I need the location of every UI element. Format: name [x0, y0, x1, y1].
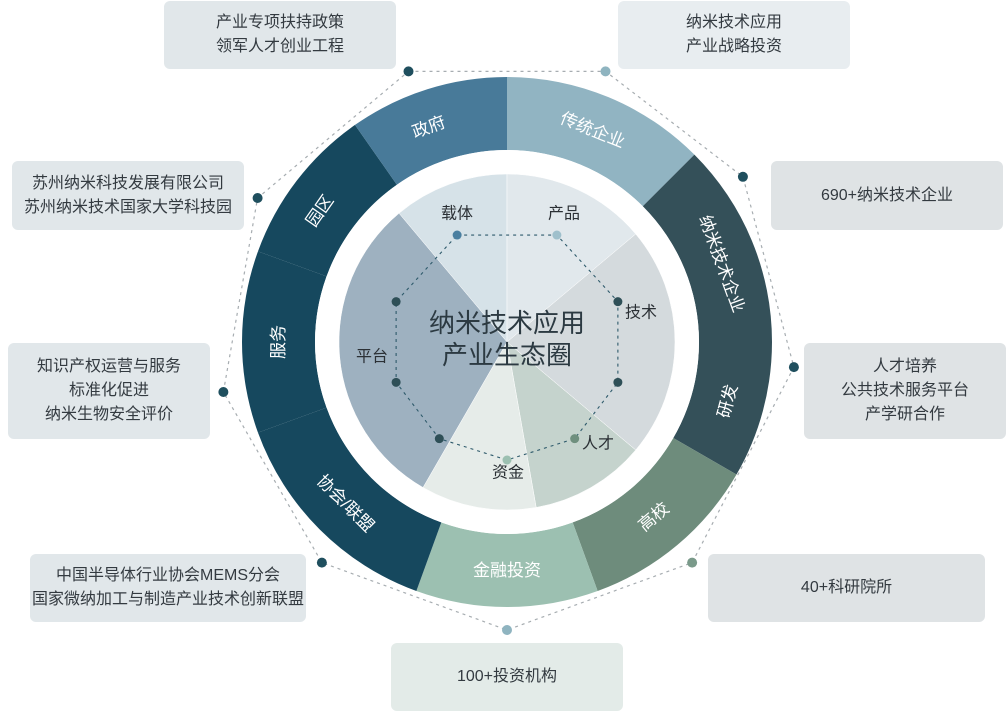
outer-segment-label-4: 金融投资 [473, 561, 541, 580]
center-title-line-2: 产业生态圈 [442, 340, 572, 370]
annotation-research-line-3: 产学研合作 [864, 406, 945, 423]
annotation-university-line-1: 40+科研院所 [800, 579, 893, 596]
outer-segment-5 [257, 407, 442, 592]
center-title-line-1: 纳米技术应用 [429, 308, 585, 338]
inner-dot-3 [613, 377, 623, 387]
inner-dot-2 [613, 297, 623, 307]
outer-segment-0 [507, 77, 695, 207]
outer-dot-7 [218, 387, 229, 398]
annotation-service-line-2: 标准化促进 [68, 382, 149, 399]
inner-segment-label-0: 载体 [441, 205, 473, 223]
annotation-park-line-2: 苏州纳米技术国家大学科技园 [23, 198, 232, 216]
outer-segment-label-6: 服务 [269, 325, 288, 359]
inner-dot-8 [391, 297, 401, 307]
inner-dot-4 [570, 434, 580, 444]
inner-dot-5 [502, 455, 512, 465]
annotation-traditional-line-2: 产业战略投资 [685, 38, 782, 55]
annotation-service-line-3: 纳米生物安全评价 [44, 406, 173, 423]
inner-dot-7 [391, 377, 401, 387]
outer-segment-2 [673, 342, 772, 475]
outer-segment-6 [242, 251, 327, 433]
annotation-university: 40+科研院所 [708, 554, 985, 622]
outer-dot-5 [502, 625, 512, 635]
inner-segment-label-5: 平台 [356, 348, 388, 366]
annotation-research-line-2: 公共技术服务平台 [840, 382, 969, 399]
inner-segment-label-2: 技术 [625, 304, 657, 322]
outer-dot-6 [316, 557, 327, 568]
inner-dot-1 [552, 230, 562, 240]
inner-dot-0 [452, 230, 462, 240]
annotation-association-line-1: 中国半导体行业协会MEMS分会 [55, 567, 280, 584]
annotation-research: 人才培养 公共技术服务平台 产学研合作 [804, 343, 1006, 439]
annotation-park-line-1: 苏州纳米科技发展有限公司 [31, 174, 224, 192]
outer-dot-0 [403, 66, 414, 77]
outer-segment-1 [642, 154, 772, 342]
inner-segment-label-3: 人才 [582, 435, 614, 453]
inner-segment-label-4: 资金 [492, 464, 524, 482]
annotation-service-line-1: 知识产权运营与服务 [36, 358, 181, 375]
annotation-government-line-2: 领军人才创业工程 [215, 38, 344, 55]
outer-dot-4 [687, 557, 698, 568]
inner-segment-0 [398, 173, 508, 343]
inner-segment-label-1: 产品 [548, 205, 580, 223]
inner-segment-3 [506, 341, 637, 508]
outer-dashed-connector [222, 70, 795, 631]
inner-segment-5 [338, 212, 508, 488]
outer-dot-1 [600, 66, 611, 77]
annotation-traditional-line-1: 纳米技术应用 [685, 14, 782, 31]
inner-dot-6 [434, 434, 444, 444]
outer-dot-8 [252, 193, 263, 203]
annotation-finance: 100+投资机构 [391, 643, 623, 711]
outer-segment-8 [355, 77, 507, 185]
outer-segment-3 [572, 438, 737, 592]
annotation-government: 产业专项扶持政策 领军人才创业工程 [164, 1, 396, 69]
annotation-traditional-enterprise: 纳米技术应用 产业战略投资 [618, 1, 850, 69]
annotation-park: 苏州纳米科技发展有限公司 苏州纳米技术国家大学科技园 [12, 161, 244, 230]
inner-segment-4 [422, 341, 537, 511]
inner-segment-2 [506, 233, 676, 451]
outer-dot-2 [737, 171, 748, 182]
outer-dot-3 [788, 362, 799, 373]
annotation-government-line-1: 产业专项扶持政策 [215, 14, 344, 31]
annotation-finance-line-1: 100+投资机构 [456, 668, 558, 685]
annotation-association-line-2: 国家微纳加工与制造产业技术创新联盟 [31, 591, 304, 608]
annotation-service: 知识产权运营与服务 标准化促进 纳米生物安全评价 [8, 343, 210, 439]
annotation-nano-enterprise: 690+纳米技术企业 [771, 161, 1003, 230]
annotation-association: 中国半导体行业协会MEMS分会 国家微纳加工与制造产业技术创新联盟 [30, 554, 306, 622]
outer-segment-7 [257, 124, 397, 277]
annotation-research-line-1: 人才培养 [872, 358, 937, 375]
outer-segment-4 [416, 522, 598, 607]
inner-segment-1 [506, 173, 637, 343]
annotation-nano-enterprise-line-1: 690+纳米技术企业 [820, 186, 954, 204]
